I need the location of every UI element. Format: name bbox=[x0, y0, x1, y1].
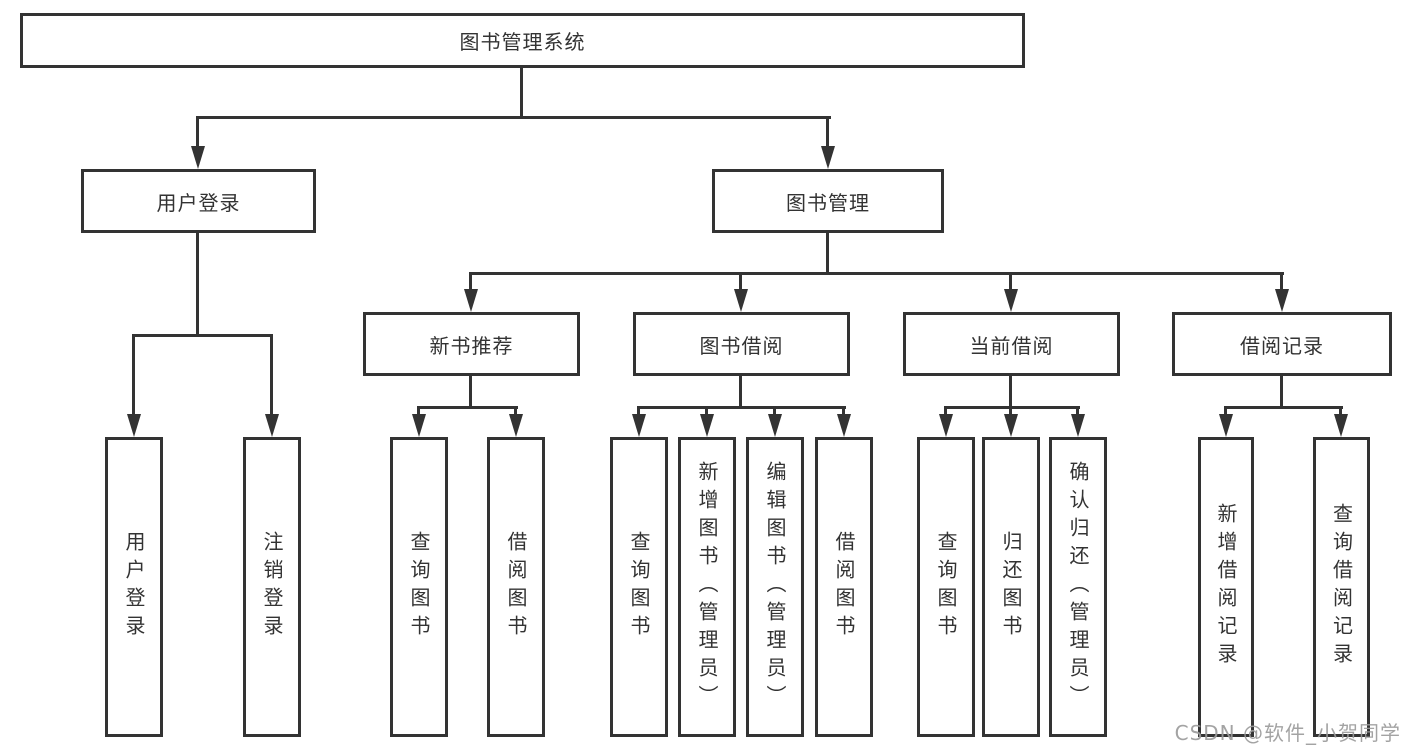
node-user-login: 用户登录 bbox=[81, 169, 316, 233]
edge-root-drop-left bbox=[196, 116, 199, 148]
leaf-user-login: 用户登录 bbox=[105, 437, 163, 737]
arrowhead-down-icon bbox=[1071, 414, 1085, 437]
leaf-edit-books-admin: 编辑图书（管理员） bbox=[746, 437, 804, 737]
edge-recommend-stem bbox=[469, 376, 472, 407]
edge-bookmgmt-drop bbox=[1009, 272, 1012, 292]
edge-userlogin-stem bbox=[196, 233, 199, 335]
edge-records-rail bbox=[1224, 406, 1343, 409]
leaf-query-books-current: 查询图书 bbox=[917, 437, 975, 737]
edge-bookmgmt-stem bbox=[826, 233, 829, 273]
edge-borrow-drop bbox=[705, 406, 708, 418]
node-borrow-records: 借阅记录 bbox=[1172, 312, 1392, 376]
edge-borrow-drop bbox=[773, 406, 776, 418]
leaf-query-books-recommend: 查询图书 bbox=[390, 437, 448, 737]
edge-records-drop bbox=[1224, 406, 1227, 418]
edge-borrow-stem bbox=[739, 376, 742, 407]
edge-bookmgmt-drop bbox=[469, 272, 472, 292]
edge-userlogin-drop bbox=[270, 334, 273, 418]
edge-bookmgmt-rail bbox=[469, 272, 1284, 275]
edge-root-drop-right bbox=[826, 116, 829, 148]
edge-current-stem bbox=[1009, 376, 1012, 407]
edge-current-drop bbox=[1076, 406, 1079, 418]
arrowhead-down-icon bbox=[1004, 289, 1018, 312]
arrowhead-down-icon bbox=[768, 414, 782, 437]
edge-bookmgmt-drop bbox=[1280, 272, 1283, 292]
leaf-confirm-return-admin: 确认归还（管理员） bbox=[1049, 437, 1107, 737]
arrowhead-down-icon bbox=[412, 414, 426, 437]
edge-userlogin-drop bbox=[132, 334, 135, 418]
node-book-borrow: 图书借阅 bbox=[633, 312, 850, 376]
node-root: 图书管理系统 bbox=[20, 13, 1025, 68]
leaf-add-books-admin: 新增图书（管理员） bbox=[678, 437, 736, 737]
edge-current-drop bbox=[1009, 406, 1012, 418]
edge-borrow-drop bbox=[637, 406, 640, 418]
watermark: CSDN @软件_小贺同学 bbox=[1174, 721, 1401, 745]
leaf-borrow-books-borrow: 借阅图书 bbox=[815, 437, 873, 737]
edge-root-rail bbox=[196, 116, 831, 119]
edge-bookmgmt-drop bbox=[739, 272, 742, 292]
arrowhead-down-icon bbox=[1275, 289, 1289, 312]
arrowhead-down-icon bbox=[700, 414, 714, 437]
edge-root-stem bbox=[520, 68, 523, 117]
node-book-management: 图书管理 bbox=[712, 169, 944, 233]
arrowhead-down-icon bbox=[939, 414, 953, 437]
arrowhead-down-icon bbox=[509, 414, 523, 437]
leaf-logout: 注销登录 bbox=[243, 437, 301, 737]
node-current-borrow: 当前借阅 bbox=[903, 312, 1120, 376]
arrowhead-down-icon bbox=[265, 414, 279, 437]
edge-recommend-drop bbox=[417, 406, 420, 418]
edge-current-drop bbox=[944, 406, 947, 418]
leaf-borrow-books-recommend: 借阅图书 bbox=[487, 437, 545, 737]
arrowhead-down-icon bbox=[464, 289, 478, 312]
edge-recommend-drop bbox=[514, 406, 517, 418]
edge-recommend-rail bbox=[417, 406, 518, 409]
leaf-add-borrow-record: 新增借阅记录 bbox=[1198, 437, 1254, 737]
arrowhead-down-icon bbox=[632, 414, 646, 437]
edge-current-rail bbox=[944, 406, 1080, 409]
arrowhead-down-icon bbox=[1004, 414, 1018, 437]
arrowhead-down-icon bbox=[191, 146, 205, 169]
edge-records-drop bbox=[1339, 406, 1342, 418]
arrowhead-down-icon bbox=[1219, 414, 1233, 437]
arrowhead-down-icon bbox=[1334, 414, 1348, 437]
arrowhead-down-icon bbox=[821, 146, 835, 169]
leaf-query-borrow-record: 查询借阅记录 bbox=[1313, 437, 1370, 737]
leaf-query-books-borrow: 查询图书 bbox=[610, 437, 668, 737]
edge-userlogin-rail bbox=[132, 334, 273, 337]
edge-borrow-rail bbox=[637, 406, 846, 409]
leaf-return-books: 归还图书 bbox=[982, 437, 1040, 737]
arrowhead-down-icon bbox=[127, 414, 141, 437]
node-new-book-recommend: 新书推荐 bbox=[363, 312, 580, 376]
arrowhead-down-icon bbox=[837, 414, 851, 437]
edge-borrow-drop bbox=[842, 406, 845, 418]
edge-records-stem bbox=[1280, 376, 1283, 407]
arrowhead-down-icon bbox=[734, 289, 748, 312]
